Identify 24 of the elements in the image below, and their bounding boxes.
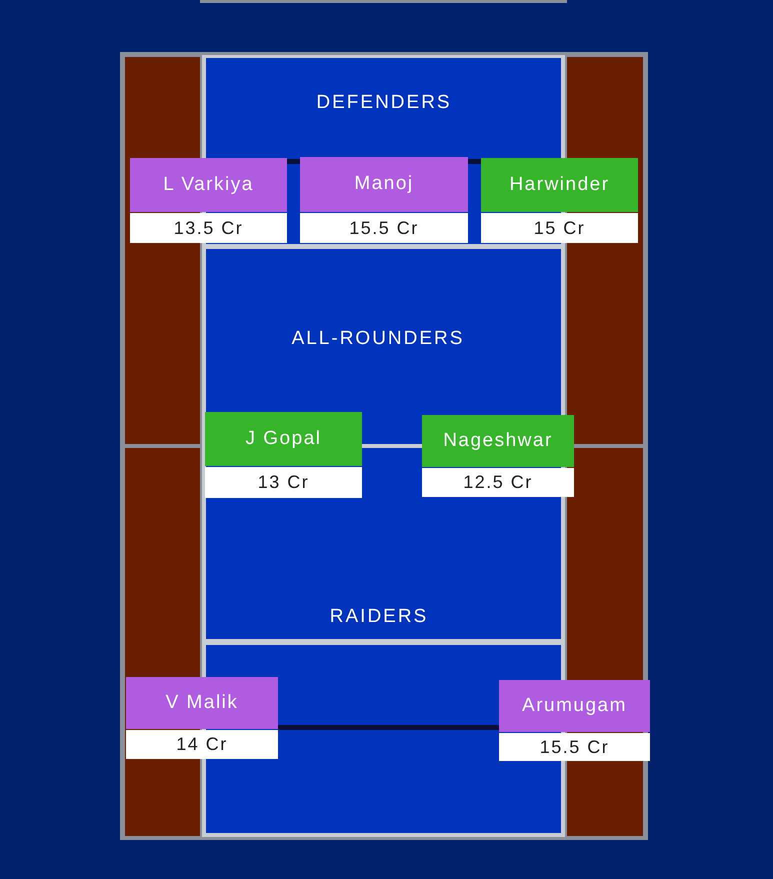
player-price: 15 Cr xyxy=(481,213,638,243)
player-name: L Varkiya xyxy=(130,158,287,212)
player-name: Arumugam xyxy=(499,680,650,732)
player-name: V Malik xyxy=(126,677,278,729)
player-name: Manoj xyxy=(300,157,468,212)
player-price: 14 Cr xyxy=(126,730,278,759)
player-price: 13.5 Cr xyxy=(130,213,287,243)
player-price: 13 Cr xyxy=(205,467,362,498)
player-price: 15.5 Cr xyxy=(499,733,650,761)
player-price: 12.5 Cr xyxy=(422,468,574,497)
player-card xyxy=(300,157,468,243)
player-card xyxy=(481,158,638,243)
player-card xyxy=(130,158,287,243)
player-price: 15.5 Cr xyxy=(300,213,468,243)
player-card xyxy=(499,680,650,761)
player-name: J Gopal xyxy=(205,412,362,466)
player-card xyxy=(422,415,574,497)
player-card xyxy=(205,412,362,498)
player-name: Harwinder xyxy=(481,158,638,212)
section-heading: DEFENDERS xyxy=(316,91,452,115)
section-heading: ALL-ROUNDERS xyxy=(292,327,464,351)
section-heading: RAIDERS xyxy=(330,605,428,629)
player-name: Nageshwar xyxy=(422,415,574,467)
player-card xyxy=(126,677,278,759)
